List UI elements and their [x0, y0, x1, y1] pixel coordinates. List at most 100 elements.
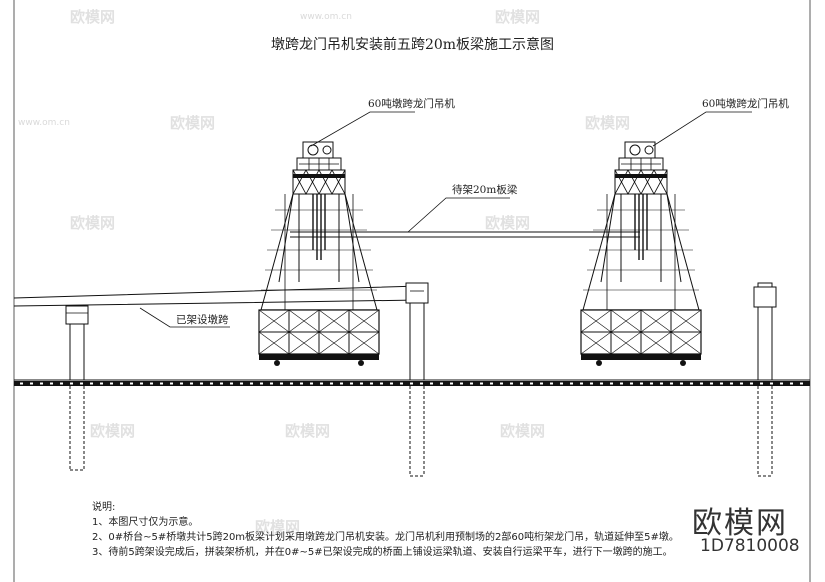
rail-sleepers: [20, 382, 803, 385]
rail-sleeper: [30, 382, 33, 385]
rail-sleeper: [540, 382, 543, 385]
rail-sleeper: [250, 382, 253, 385]
rail-sleeper: [240, 382, 243, 385]
rail-sleeper: [690, 382, 693, 385]
rail-sleeper: [750, 382, 753, 385]
rail-sleeper: [700, 382, 703, 385]
rail-sleeper: [110, 382, 113, 385]
rail-sleeper: [560, 382, 563, 385]
rail-sleeper: [650, 382, 653, 385]
gantry-crane-right: [580, 141, 702, 367]
brand-id: 1D7810008: [700, 536, 800, 556]
rail-sleeper: [570, 382, 573, 385]
rail-sleeper: [580, 382, 583, 385]
pile-left: [69, 324, 85, 471]
rail-sleeper: [480, 382, 483, 385]
watermark: 欧模网: [70, 8, 116, 26]
rail-sleeper: [400, 382, 403, 385]
rail-sleeper: [620, 382, 623, 385]
rail-sleeper: [270, 382, 273, 385]
rail-sleeper: [300, 382, 303, 385]
rail-sleeper: [610, 382, 613, 385]
rail-sleeper: [60, 382, 63, 385]
rail-sleeper: [510, 382, 513, 385]
rail-sleeper: [210, 382, 213, 385]
watermark: 欧模网: [70, 214, 116, 232]
watermark-url: www.om.cn: [300, 12, 352, 22]
note-item: 1、本图尺寸仅为示意。: [92, 517, 199, 528]
label-built-pier: 已架设墩跨: [176, 314, 229, 326]
rail-sleeper: [680, 382, 683, 385]
rail-sleeper: [170, 382, 173, 385]
watermark: 欧模网: [285, 422, 331, 440]
note-item: 2、0#桥台~5#桥墩共计5跨20m板梁计划采用墩跨龙门吊机安装。龙门吊机利用预…: [92, 532, 679, 543]
rail-sleeper: [130, 382, 133, 385]
rail-sleeper: [590, 382, 593, 385]
watermark: 欧模网: [255, 518, 301, 536]
watermark: 欧模网: [585, 114, 631, 132]
rail-sleeper: [500, 382, 503, 385]
rail-sleeper: [120, 382, 123, 385]
rail-sleeper: [220, 382, 223, 385]
leader-beam: [407, 197, 510, 233]
rail-sleeper: [190, 382, 193, 385]
watermark: 欧模网: [90, 422, 136, 440]
rail-sleeper: [90, 382, 93, 385]
rail-sleeper: [360, 382, 363, 385]
rail-sleeper: [200, 382, 203, 385]
rail-sleeper: [550, 382, 553, 385]
rail-sleeper: [640, 382, 643, 385]
gantry-crane-left: [258, 141, 380, 367]
leader-deck: [139, 307, 230, 328]
notes-heading: 说明:: [92, 502, 116, 513]
rail-sleeper: [410, 382, 413, 385]
rail-sleeper: [330, 382, 333, 385]
rail-sleeper: [800, 382, 803, 385]
rail-sleeper: [370, 382, 373, 385]
rail-sleeper: [740, 382, 743, 385]
rail-sleeper: [780, 382, 783, 385]
rail-sleeper: [390, 382, 393, 385]
brand-logo: 欧模网: [692, 506, 788, 541]
rail-sleeper: [150, 382, 153, 385]
label-crane-left: 60吨墩跨龙门吊机: [368, 98, 455, 110]
rail-sleeper: [660, 382, 663, 385]
built-deck: [13, 285, 421, 307]
leader-crane-right: [652, 111, 752, 147]
rail-sleeper: [180, 382, 183, 385]
notes: 说明: 1、本图尺寸仅为示意。 2、0#桥台~5#桥墩共计5跨20m板梁计划采用…: [92, 500, 679, 560]
watermark: 欧模网: [485, 214, 531, 232]
rail-sleeper: [730, 382, 733, 385]
rail-sleeper: [80, 382, 83, 385]
rail-sleeper: [310, 382, 313, 385]
rail-sleeper: [790, 382, 793, 385]
rail-sleeper: [50, 382, 53, 385]
pile-right: [753, 282, 777, 477]
rail-sleeper: [280, 382, 283, 385]
rail-sleeper: [350, 382, 353, 385]
rail-sleeper: [340, 382, 343, 385]
rail-sleeper: [670, 382, 673, 385]
rail-sleeper: [380, 382, 383, 385]
rail-sleeper: [420, 382, 423, 385]
rail-sleeper: [140, 382, 143, 385]
rail-sleeper: [520, 382, 523, 385]
rail-sleeper: [530, 382, 533, 385]
rail-sleeper: [490, 382, 493, 385]
rail-sleeper: [160, 382, 163, 385]
watermark: 欧模网: [170, 114, 216, 132]
note-item: 3、待前5跨架设完成后，拼装架桥机，并在0#~5#已架设完成的桥面上铺设运梁轨道…: [92, 547, 673, 558]
rail-sleeper: [630, 382, 633, 385]
watermark-url: www.om.cn: [18, 118, 70, 128]
pending-beam: [290, 231, 640, 238]
rail-sleeper: [710, 382, 713, 385]
rail-sleeper: [600, 382, 603, 385]
rail-sleeper: [770, 382, 773, 385]
rail-sleeper: [460, 382, 463, 385]
rail-sleeper: [760, 382, 763, 385]
rail-sleeper: [40, 382, 43, 385]
rail-sleeper: [320, 382, 323, 385]
watermark: 欧模网: [500, 422, 546, 440]
rail-sleeper: [470, 382, 473, 385]
